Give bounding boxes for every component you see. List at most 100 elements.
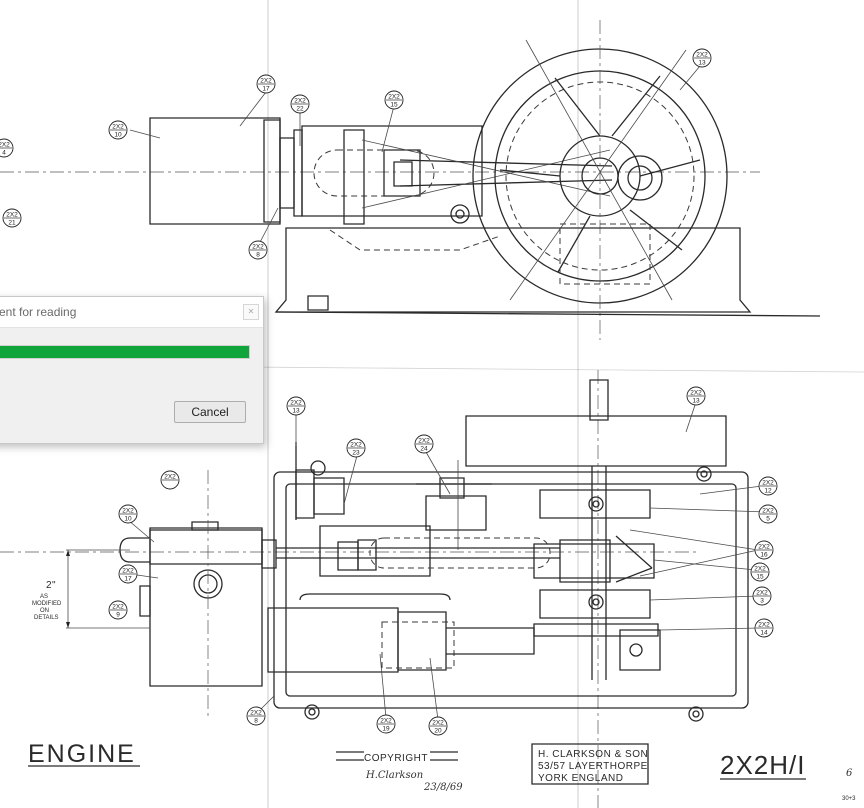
- part-label-top: 2X2: [122, 508, 134, 515]
- drawing-title: ENGINE: [28, 740, 136, 768]
- part-label-number: 4: [2, 150, 6, 157]
- cancel-button[interactable]: Cancel: [174, 401, 246, 423]
- part-label-top: 2X2: [252, 244, 264, 251]
- drawing-code: 2X2H/I: [720, 750, 806, 780]
- part-label-top: 2X2: [754, 566, 766, 573]
- progress-bar: [0, 345, 250, 359]
- dimension-note-4: DETAILS: [34, 615, 59, 621]
- part-label-top: 2X2: [380, 718, 392, 725]
- part-label-top: 2X2: [388, 94, 400, 101]
- corner-mark: 30+3: [842, 796, 856, 802]
- title-block: ENGINE COPYRIGHT H.Clarkson 23/8/69 H. C…: [28, 580, 856, 802]
- part-label-number: 17: [262, 86, 270, 93]
- side-elevation-view: [0, 20, 820, 340]
- part-label-top: 2X2: [294, 98, 306, 105]
- signature: H.Clarkson: [365, 770, 423, 781]
- part-label-top: 2X2: [758, 544, 770, 551]
- part-label-number: 17: [124, 576, 132, 583]
- part-label-top: 2X2: [350, 442, 362, 449]
- part-label-number: 21: [8, 220, 16, 227]
- part-label-top: 2X2: [122, 568, 134, 575]
- plan-view: [0, 370, 748, 808]
- company-line-1: H. CLARKSON & SON: [538, 749, 648, 760]
- part-label-number: 10: [124, 516, 132, 523]
- part-label-top: 2X2: [260, 78, 272, 85]
- part-label-top: 2X2: [164, 474, 176, 481]
- part-label-top: 2X2: [290, 400, 302, 407]
- dialog-title: ment for reading: [0, 305, 77, 319]
- part-label-number: 8: [256, 252, 260, 259]
- company-line-3: YORK ENGLAND: [538, 773, 623, 784]
- dialog-titlebar[interactable]: ment for reading ✕: [0, 297, 263, 328]
- copyright-text: COPYRIGHT: [364, 753, 428, 764]
- dimension-note-1: AS: [40, 594, 48, 600]
- part-label-number: 13: [698, 60, 706, 67]
- part-label-number: 15: [390, 102, 398, 109]
- part-label-number: 24: [420, 446, 428, 453]
- part-label-number: 9: [116, 612, 120, 619]
- part-label-top: 2X2: [432, 720, 444, 727]
- dimension-note-3: ON: [40, 608, 49, 614]
- part-label-top: 2X2: [762, 508, 774, 515]
- part-label-bubble: 2X2: [161, 471, 179, 489]
- signature-date: 23/8/69: [423, 782, 463, 793]
- part-label-number: 19: [382, 726, 390, 733]
- part-label-number: 5: [766, 516, 770, 523]
- part-label-top: 2X2: [696, 52, 708, 59]
- part-label-number: 12: [764, 488, 772, 495]
- part-label-number: 8: [254, 718, 258, 725]
- progress-dialog: ment for reading ✕ Cancel: [0, 296, 264, 444]
- part-label-top: 2X2: [112, 604, 124, 611]
- sheet-number: 6: [846, 768, 853, 779]
- part-label-top: 2X2: [0, 142, 10, 149]
- part-label-top: 2X2: [762, 480, 774, 487]
- progress-bar-fill: [0, 346, 249, 358]
- part-label-top: 2X2: [112, 124, 124, 131]
- part-label-top: 2X2: [758, 622, 770, 629]
- company-line-2: 53/57 LAYERTHORPE: [538, 761, 648, 772]
- part-label-number: 20: [434, 728, 442, 735]
- part-label-number: 14: [760, 630, 768, 637]
- part-label-top: 2X2: [6, 212, 18, 219]
- leader-lines: [128, 66, 766, 720]
- dimension-value: 2": [46, 580, 56, 591]
- part-label-number: 22: [296, 106, 304, 113]
- part-label-number: 10: [114, 132, 122, 139]
- part-label-top: 2X2: [250, 710, 262, 717]
- part-label-top: 2X2: [756, 590, 768, 597]
- part-label-top: 2X2: [690, 390, 702, 397]
- part-label-number: 13: [292, 408, 300, 415]
- part-label-number: 15: [756, 574, 764, 581]
- close-icon[interactable]: ✕: [243, 304, 259, 320]
- part-number-bubbles: 2X242X2212X2102X2172X2222X2152X2132X282X…: [0, 49, 777, 735]
- part-label-number: 13: [692, 398, 700, 405]
- part-label-top: 2X2: [418, 438, 430, 445]
- part-label-number: 23: [352, 450, 360, 457]
- part-label-number: 16: [760, 552, 768, 559]
